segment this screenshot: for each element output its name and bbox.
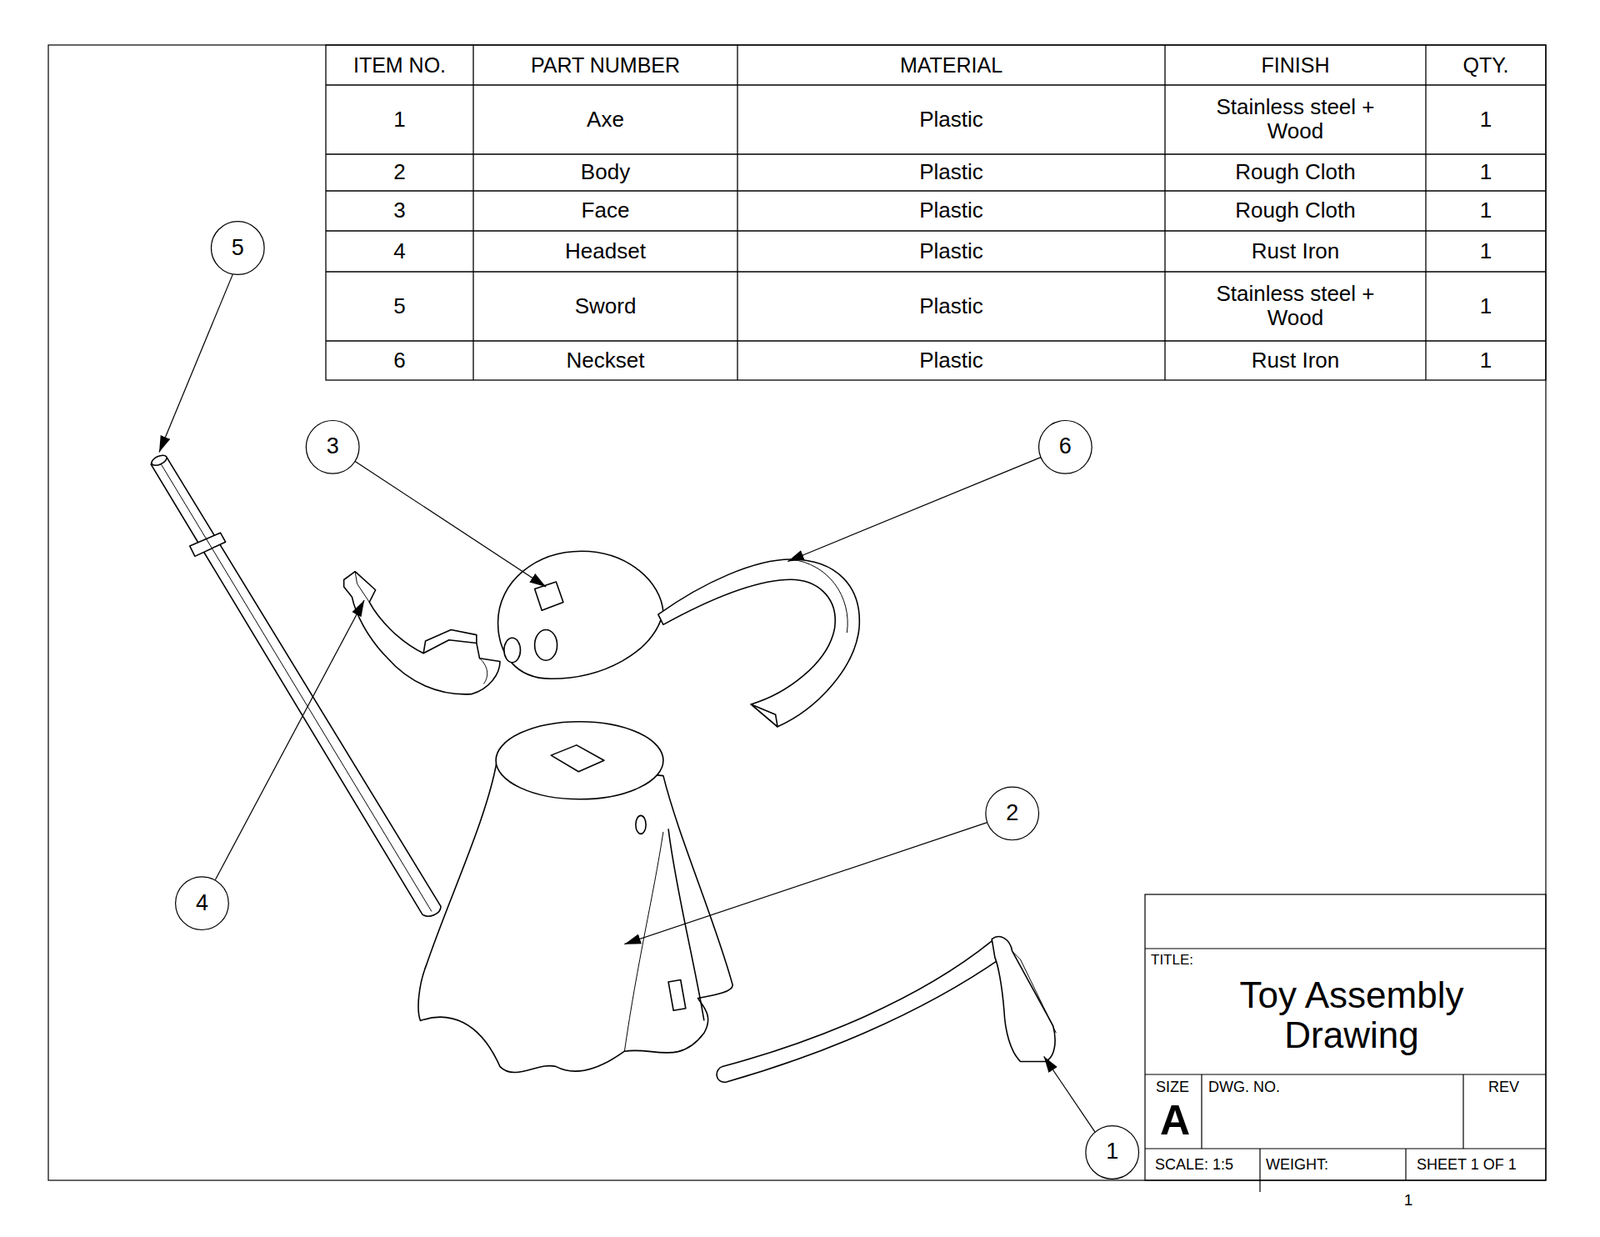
axe-part bbox=[716, 936, 1056, 1083]
table-cell: Rust Iron bbox=[1200, 239, 1392, 265]
callout-number: 5 bbox=[231, 235, 245, 261]
size-value: A bbox=[1160, 1096, 1190, 1145]
title-block-label: WEIGHT: bbox=[1265, 1155, 1329, 1174]
leader-lines bbox=[159, 274, 1095, 1132]
toy-illustration bbox=[150, 221, 1139, 1180]
sword-part bbox=[150, 453, 441, 916]
table-cell: Rough Cloth bbox=[1200, 198, 1392, 224]
table-cell: Face bbox=[581, 198, 630, 224]
table-cell: 1 bbox=[393, 107, 405, 133]
table-cell: 1 bbox=[1480, 160, 1492, 185]
callout-number: 2 bbox=[1005, 800, 1019, 826]
table-cell: Stainless steel + Wood bbox=[1200, 281, 1392, 332]
table-cell: Plastic bbox=[919, 294, 984, 320]
title-block-grid bbox=[1145, 894, 1546, 1192]
headset-part bbox=[344, 571, 500, 695]
table-cell: Plastic bbox=[919, 239, 984, 265]
table-cell: Axe bbox=[586, 107, 625, 133]
table-header: FINISH bbox=[1261, 53, 1330, 78]
callout-number: 3 bbox=[326, 434, 340, 460]
table-cell: 3 bbox=[393, 198, 405, 224]
table-header: QTY. bbox=[1462, 53, 1509, 78]
table-header: ITEM NO. bbox=[353, 53, 446, 78]
table-cell: 1 bbox=[1480, 198, 1492, 224]
table-cell: Rust Iron bbox=[1200, 348, 1392, 374]
table-cell: Neckset bbox=[566, 348, 645, 374]
table-header: PART NUMBER bbox=[530, 53, 680, 78]
title-block-label: SIZE bbox=[1155, 1078, 1190, 1096]
table-cell: 4 bbox=[393, 239, 405, 265]
drawing-title: Toy Assembly Drawing bbox=[1214, 975, 1490, 1056]
table-cell: Plastic bbox=[919, 107, 984, 133]
table-cell: Headset bbox=[565, 239, 646, 265]
table-header: MATERIAL bbox=[900, 53, 1003, 78]
table-cell: 2 bbox=[393, 160, 405, 185]
face-part bbox=[498, 550, 664, 679]
callout-number: 4 bbox=[195, 890, 209, 916]
table-cell: Plastic bbox=[919, 198, 984, 224]
callout-balloons bbox=[175, 221, 1140, 1180]
table-cell: 1 bbox=[1480, 239, 1492, 265]
table-cell: 1 bbox=[1480, 294, 1492, 320]
table-cell: 1 bbox=[1480, 348, 1492, 374]
body-part bbox=[418, 721, 733, 1073]
neckset-part bbox=[658, 559, 860, 727]
sheet-border bbox=[48, 45, 1546, 1180]
callout-number: 6 bbox=[1059, 434, 1072, 460]
table-cell: 1 bbox=[1480, 107, 1492, 133]
title-block-label: REV bbox=[1488, 1078, 1520, 1096]
title-block-label: SHEET 1 OF 1 bbox=[1416, 1155, 1517, 1174]
callout-number: 1 bbox=[1105, 1139, 1119, 1165]
table-cell: 6 bbox=[393, 348, 405, 374]
bom-table-grid bbox=[325, 45, 1546, 380]
title-block-label: DWG. NO. bbox=[1208, 1078, 1280, 1096]
table-cell: Stainless steel + Wood bbox=[1200, 95, 1392, 145]
table-cell: Plastic bbox=[919, 348, 984, 374]
table-cell: Plastic bbox=[919, 160, 984, 185]
page-number: 1 bbox=[1404, 1190, 1414, 1210]
title-block-label: TITLE: bbox=[1150, 951, 1194, 969]
table-cell: Sword bbox=[575, 294, 637, 320]
table-cell: 5 bbox=[393, 294, 405, 320]
title-block-label: SCALE: 1:5 bbox=[1155, 1155, 1234, 1174]
table-cell: Body bbox=[580, 160, 630, 185]
table-cell: Rough Cloth bbox=[1200, 160, 1392, 185]
